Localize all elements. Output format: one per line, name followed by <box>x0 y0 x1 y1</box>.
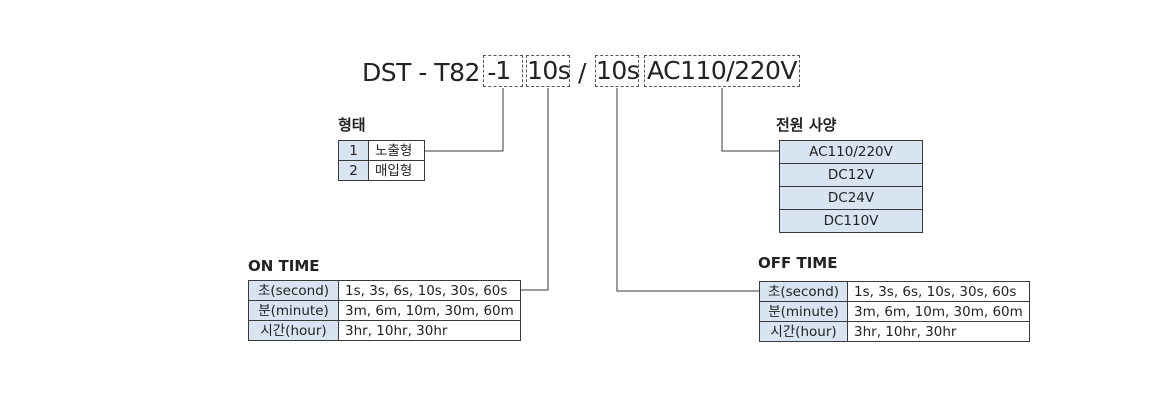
table-row: 1 노출형 <box>338 140 425 161</box>
on-time-code-box: 10s <box>526 55 571 87</box>
off-time-unit: 분(minute) <box>759 301 848 322</box>
type-value: 노출형 <box>368 140 425 161</box>
type-table: 1 노출형 2 매입형 <box>338 140 425 181</box>
power-option: DC24V <box>779 186 923 210</box>
off-time-code-box: 10s <box>595 55 640 87</box>
on-time-unit: 초(second) <box>248 280 339 301</box>
table-row: 시간(hour) 3hr, 10hr, 30hr <box>759 321 1030 342</box>
power-option: DC110V <box>779 209 923 233</box>
power-code-box: AC110/220V <box>644 55 800 87</box>
type-heading: 형태 <box>338 116 366 134</box>
power-heading: 전원 사양 <box>776 116 837 134</box>
table-row: 분(minute) 3m, 6m, 10m, 30m, 60m <box>248 300 521 321</box>
on-time-values: 3m, 6m, 10m, 30m, 60m <box>338 300 521 321</box>
off-time-values: 3hr, 10hr, 30hr <box>847 321 1030 342</box>
table-row: 초(second) 1s, 3s, 6s, 10s, 30s, 60s <box>759 281 1030 302</box>
power-table: AC110/220V DC12V DC24V DC110V <box>779 140 923 233</box>
table-row: 2 매입형 <box>338 160 425 181</box>
type-value: 매입형 <box>368 160 425 181</box>
on-time-unit: 분(minute) <box>248 300 339 321</box>
table-row: AC110/220V <box>779 140 923 164</box>
type-code-box: 1 <box>483 55 523 87</box>
table-row: 시간(hour) 3hr, 10hr, 30hr <box>248 320 521 341</box>
on-time-heading: ON TIME <box>248 257 320 275</box>
model-prefix: DST - T82 - <box>362 58 496 87</box>
type-key: 2 <box>338 160 369 181</box>
table-row: 초(second) 1s, 3s, 6s, 10s, 30s, 60s <box>248 280 521 301</box>
on-time-values: 1s, 3s, 6s, 10s, 30s, 60s <box>338 280 521 301</box>
table-row: 분(minute) 3m, 6m, 10m, 30m, 60m <box>759 301 1030 322</box>
off-time-unit: 초(second) <box>759 281 848 302</box>
code-slash: / <box>578 58 587 87</box>
on-time-unit: 시간(hour) <box>248 320 339 341</box>
type-key: 1 <box>338 140 369 161</box>
off-time-unit: 시간(hour) <box>759 321 848 342</box>
table-row: DC24V <box>779 186 923 210</box>
table-row: DC12V <box>779 163 923 187</box>
off-time-table: 초(second) 1s, 3s, 6s, 10s, 30s, 60s 분(mi… <box>759 281 1030 342</box>
connector-power <box>721 88 779 152</box>
on-time-table: 초(second) 1s, 3s, 6s, 10s, 30s, 60s 분(mi… <box>248 280 521 341</box>
off-time-values: 1s, 3s, 6s, 10s, 30s, 60s <box>847 281 1030 302</box>
connector-on-time <box>515 88 549 291</box>
power-option: DC12V <box>779 163 923 187</box>
power-option: AC110/220V <box>779 140 923 164</box>
off-time-heading: OFF TIME <box>758 254 838 272</box>
off-time-values: 3m, 6m, 10m, 30m, 60m <box>847 301 1030 322</box>
connector-off-time <box>616 88 760 292</box>
table-row: DC110V <box>779 209 923 233</box>
connector-type <box>424 88 504 152</box>
on-time-values: 3hr, 10hr, 30hr <box>338 320 521 341</box>
